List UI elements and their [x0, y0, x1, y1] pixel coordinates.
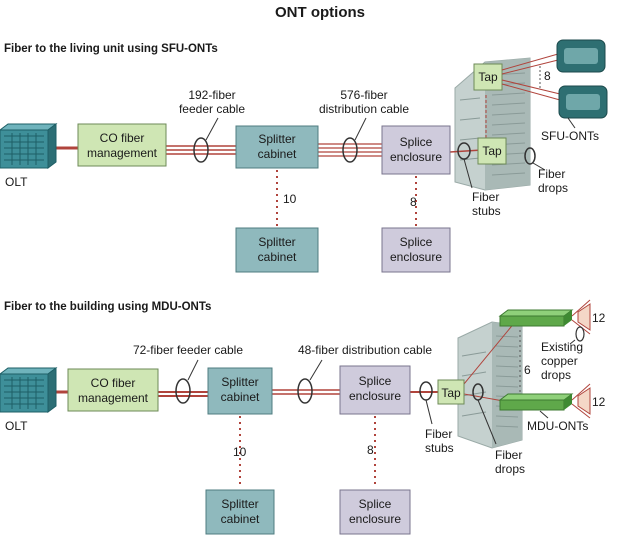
copper-drop-leader	[569, 339, 576, 345]
splitter-count-2: 10	[233, 445, 247, 459]
copper-label-line3: drops	[541, 368, 571, 382]
fiber-drop-leader-2	[477, 399, 497, 445]
co-fiber-management-box-1	[77, 123, 167, 167]
co-label-line2-1: management	[87, 146, 158, 160]
section-mdu-ont: Fiber to the building using MDU-ONTs	[0, 299, 606, 535]
co-label-line2-2: management	[78, 391, 149, 405]
tap-label-2: Tap	[441, 386, 461, 400]
ont-count-2: 6	[524, 363, 531, 377]
splice-label-line1-1: Splice	[400, 135, 433, 149]
splice-count-2: 8	[367, 443, 374, 457]
sfu-onts-label: SFU-ONTs	[541, 129, 599, 143]
splice-lower-line2-2: enclosure	[349, 512, 401, 526]
splice-enclosure-box-1	[381, 125, 451, 175]
copper-count-bottom: 12	[592, 395, 606, 409]
building-2	[457, 321, 523, 449]
splice-enclosure-box-1-lower	[381, 227, 451, 273]
splice-label-line2-2: enclosure	[349, 389, 401, 403]
tap-count-1: 8	[544, 69, 551, 83]
feeder-label-2: 72-fiber feeder cable	[133, 343, 243, 357]
splitter-cabinet-box-1-lower	[235, 227, 319, 273]
splitter-cabinet-box-1	[235, 125, 319, 169]
feeder-cable-ring-1	[193, 137, 209, 163]
olt-icon-1	[0, 123, 58, 169]
section-sfu-ont: Fiber to the living unit using SFU-ONTs	[0, 39, 608, 273]
splitter-label-line1-2: Splitter	[221, 375, 258, 389]
splice-lower-line2-1: enclosure	[390, 250, 442, 264]
splitter-label-line2-2: cabinet	[221, 390, 260, 404]
splitter-lower-line1-2: Splitter	[221, 497, 258, 511]
splitter-cabinet-box-2-lower	[205, 489, 275, 535]
copper-drop-ring	[575, 326, 585, 342]
copper-count-top: 12	[592, 311, 606, 325]
tap-label-1a: Tap	[478, 70, 498, 84]
fiber-drop-ring-1	[524, 147, 536, 165]
sfu-ont-leader	[567, 117, 576, 129]
olt-icon-2	[0, 367, 58, 413]
fiber-drops-line2-1: drops	[538, 181, 568, 195]
tap-box-1a	[473, 63, 503, 91]
splitter-count-1: 10	[283, 192, 297, 206]
distribution-cable-ring-1	[342, 137, 358, 163]
mdu-onts-label: MDU-ONTs	[527, 419, 588, 433]
copper-drop-icon-bottom	[571, 383, 591, 419]
splice-label-line1-2: Splice	[359, 374, 392, 388]
splice-enclosure-box-2	[339, 365, 411, 415]
olt-label-1: OLT	[5, 175, 28, 189]
splice-enclosure-box-2-lower	[339, 489, 411, 535]
distribution-cable-leader-2	[309, 359, 323, 381]
copper-label-line2: copper	[541, 354, 578, 368]
feeder-label-line2-1: feeder cable	[179, 102, 245, 116]
fiber-stubs-line2-1: stubs	[472, 204, 501, 218]
splice-count-1: 8	[410, 195, 417, 209]
distribution-label-line2-1: distribution cable	[319, 102, 409, 116]
feeder-label-line1-1: 192-fiber	[188, 88, 235, 102]
mdu-ont-icon-top	[498, 309, 574, 327]
fiber-stub-leader-2	[425, 399, 433, 425]
splitter-label-line1-1: Splitter	[258, 132, 295, 146]
splitter-label-line2-1: cabinet	[258, 147, 297, 161]
feeder-cable-leader-2	[187, 359, 199, 381]
sfu-ont-icon-top	[556, 39, 606, 73]
tap-label-1b: Tap	[482, 144, 502, 158]
section1-heading: Fiber to the living unit using SFU-ONTs	[4, 43, 218, 55]
copper-drop-icon-top	[571, 299, 591, 335]
copper-label-line1: Existing	[541, 340, 583, 354]
splitter-lower-line1-1: Splitter	[258, 235, 295, 249]
fiber-drops-line2-2: drops	[495, 462, 525, 476]
distribution-cable-leader-1	[354, 117, 367, 141]
tap-box-1b	[477, 137, 507, 165]
fiber-stubs-line1-2: Fiber	[425, 427, 452, 441]
splice-lower-line1-2: Splice	[359, 497, 392, 511]
co-fiber-management-box-2	[67, 368, 159, 412]
splice-lower-line1-1: Splice	[400, 235, 433, 249]
co-label-line1-1: CO fiber	[100, 131, 145, 145]
distribution-cable-ring-2	[297, 378, 313, 404]
olt-label-2: OLT	[5, 419, 28, 433]
distribution-label-2: 48-fiber distribution cable	[298, 343, 432, 357]
mdu-ont-leader	[539, 410, 549, 419]
diagram-title: ONT options	[275, 4, 365, 21]
splitter-cabinet-box-2	[207, 367, 273, 415]
distribution-label-line1-1: 576-fiber	[340, 88, 387, 102]
fiber-drop-leader-1	[532, 162, 546, 171]
fiber-stub-leader-1	[463, 158, 473, 189]
fiber-drops-line1-1: Fiber	[538, 167, 565, 181]
feeder-cable-ring-2	[175, 378, 191, 404]
feeder-cable-leader-1	[205, 117, 219, 141]
drop-lines-1	[501, 53, 561, 101]
splitter-lower-line2-1: cabinet	[258, 250, 297, 264]
co-label-line1-2: CO fiber	[91, 376, 136, 390]
fiber-main-line-1	[55, 95, 487, 157]
fiber-stubs-line2-2: stubs	[425, 441, 454, 455]
section2-heading: Fiber to the building using MDU-ONTs	[4, 301, 211, 313]
fiber-drops-line1-2: Fiber	[495, 448, 522, 462]
splitter-lower-line2-2: cabinet	[221, 512, 260, 526]
sfu-ont-icon-bottom	[558, 85, 608, 119]
splice-label-line2-1: enclosure	[390, 150, 442, 164]
fiber-stubs-line1-1: Fiber	[472, 190, 499, 204]
mdu-ont-icon-bottom	[498, 393, 574, 411]
tap-box-2	[437, 379, 465, 405]
